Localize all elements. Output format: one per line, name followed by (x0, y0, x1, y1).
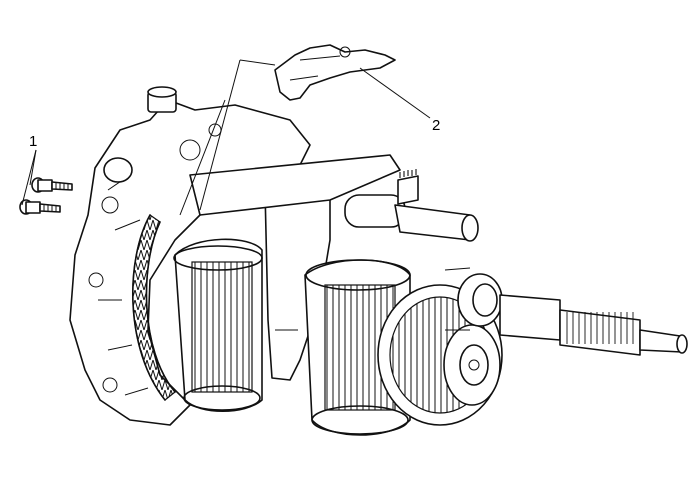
callout-1-label: 1 (29, 133, 37, 150)
locator-lines (179, 59, 276, 216)
callout-2-label: 2 (432, 117, 440, 134)
output-shaft (499, 294, 688, 356)
bolt-lower (19, 199, 61, 215)
ring-gear (132, 214, 176, 401)
leader-line-1 (21, 149, 37, 206)
bearing (444, 267, 503, 331)
output-gear (377, 284, 503, 426)
bolt-upper (31, 177, 73, 193)
leader-line-2 (359, 67, 431, 119)
gear-stack-left (173, 238, 263, 413)
shift-rail (189, 154, 479, 242)
case-plug (103, 86, 177, 183)
bracket-component-2 (274, 44, 396, 101)
